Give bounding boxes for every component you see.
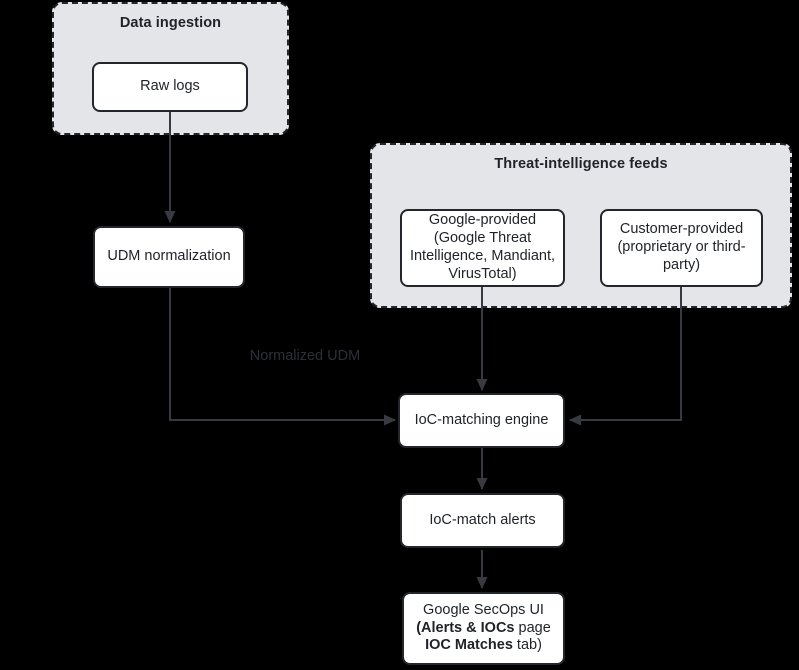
node-label-bold: IOC Matches [425, 637, 513, 654]
edge-label-normalized-udm: Normalized UDM [249, 348, 361, 364]
node-label-line: Customer-provided [619, 221, 744, 238]
node-google-secops-ui: Google SecOps UI (Alerts & IOCs page IOC… [402, 592, 565, 665]
node-customer-provided-feed: Customer-provided (proprietary or third-… [600, 209, 763, 287]
node-label: IoC-matching engine [414, 411, 549, 428]
node-udm-normalization: UDM normalization [93, 226, 245, 288]
node-google-provided-feed: Google-provided (Google Threat Intellige… [400, 209, 565, 287]
node-label-line: VirusTotal) [448, 265, 517, 282]
node-label-line: (proprietary or third- [617, 239, 746, 256]
node-label-regular: tab) [512, 637, 542, 654]
node-label-bold: (Alerts & IOCs [416, 619, 515, 636]
node-label: IoC-match alerts [429, 511, 536, 528]
node-label-line: Google SecOps UI [423, 601, 544, 618]
node-label-line: IOC Matches tab) [425, 637, 542, 655]
node-label-line: Intelligence, Mandiant, [409, 248, 556, 264]
node-label: Raw logs [140, 78, 200, 95]
node-label: UDM normalization [107, 248, 231, 265]
arrow-udm-to-engine [169, 288, 396, 426]
node-label-line: Google-provided [428, 212, 537, 229]
node-label-line: party) [662, 256, 701, 273]
arrow-customer-to-engine [569, 287, 682, 426]
node-label-line: (Alerts & IOCs page [416, 620, 551, 638]
node-label-line: (Google Threat [433, 230, 532, 247]
node-raw-logs: Raw logs [92, 62, 248, 112]
node-ioc-match-alerts: IoC-match alerts [400, 493, 565, 548]
group-title-data-ingestion: Data ingestion [119, 15, 222, 31]
node-label-regular: page [514, 619, 551, 636]
group-title-threat-intelligence-feeds: Threat-intelligence feeds [494, 156, 668, 172]
node-ioc-matching-engine: IoC-matching engine [398, 393, 565, 448]
